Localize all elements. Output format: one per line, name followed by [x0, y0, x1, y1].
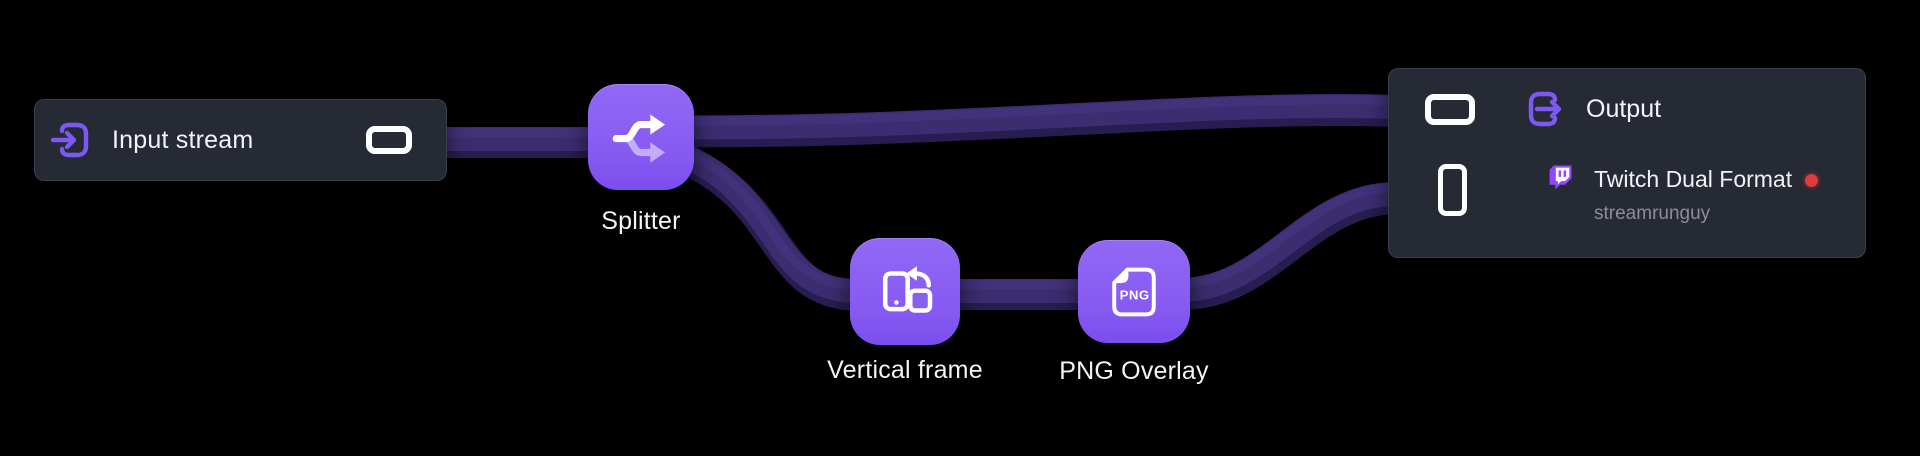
landscape-frame-icon — [366, 126, 412, 154]
vertical-frame-node[interactable] — [850, 238, 960, 345]
stream-username: streamrunguy — [1594, 203, 1711, 224]
rotate-phone-icon — [876, 263, 934, 321]
png-badge: PNG — [1120, 287, 1150, 302]
input-stream-label: Input stream — [112, 125, 254, 154]
png-overlay-label: PNG Overlay — [1059, 357, 1209, 385]
edge-vertical-frame-to-png — [948, 285, 1089, 295]
status-dot — [1805, 174, 1818, 187]
portrait-phone-icon — [1438, 164, 1467, 216]
split-arrows-icon — [610, 106, 672, 168]
stream-label: Twitch Dual Format — [1594, 166, 1793, 192]
edge-splitter-to-output — [642, 100, 1399, 132]
landscape-frame-icon — [1425, 94, 1475, 125]
png-overlay-node[interactable]: PNG — [1078, 240, 1190, 343]
twitch-icon — [1547, 164, 1574, 191]
edge-input-to-splitter — [438, 133, 607, 143]
output-row-twitch[interactable]: Twitch Dual Format streamrunguy — [1389, 151, 1867, 255]
output-title: Output — [1586, 95, 1662, 123]
splitter-label: Splitter — [601, 207, 681, 235]
vertical-frame-label: Vertical frame — [827, 356, 983, 384]
log-in-icon — [50, 118, 94, 162]
output-node[interactable]: Output Twitch Dual Format streamrunguy — [1388, 68, 1866, 258]
edge-png-to-output — [1178, 188, 1398, 295]
png-file-icon: PNG — [1105, 263, 1163, 321]
log-out-icon — [1523, 87, 1567, 131]
splitter-node[interactable] — [588, 84, 694, 190]
output-row-landscape[interactable]: Output — [1389, 69, 1867, 147]
input-stream-node[interactable]: Input stream — [34, 99, 447, 181]
